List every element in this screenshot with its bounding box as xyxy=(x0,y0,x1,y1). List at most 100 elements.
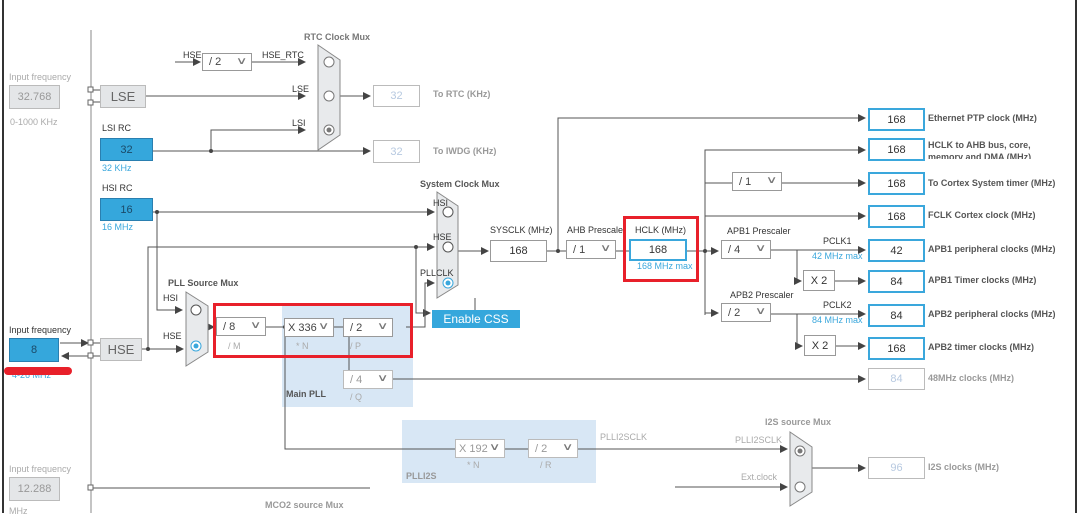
output-apb1-peripheral: 42 xyxy=(868,239,925,262)
pll-mux-hse-label: HSE xyxy=(163,331,182,341)
ext-input-field[interactable]: 12.288 xyxy=(9,477,60,501)
lse-input-field[interactable]: 32.768 xyxy=(9,85,60,109)
pclk2-max: 84 MHz max xyxy=(812,315,863,325)
value: / 2 xyxy=(535,442,548,455)
hclk-max: 168 MHz max xyxy=(637,261,693,271)
value: / 1 xyxy=(573,243,586,256)
chevron-down-icon: ∨ xyxy=(754,306,767,317)
hsi-unit: 16 MHz xyxy=(102,222,134,232)
system-clock-mux-title: System Clock Mux xyxy=(420,179,500,189)
lsi-title: LSI RC xyxy=(102,123,132,133)
enable-css-button[interactable]: Enable CSS xyxy=(432,310,520,328)
plli2s-n-multiplier[interactable]: X 192∨ xyxy=(455,439,505,458)
plli2s-title: PLLI2S xyxy=(406,471,437,481)
lse-range: 0-1000 KHz xyxy=(10,117,58,127)
pll-n-multiplier[interactable]: X 336∨ xyxy=(284,318,334,337)
hclk-highlight xyxy=(623,216,699,282)
chevron-down-icon: ∨ xyxy=(376,373,389,384)
pll-highlight xyxy=(213,303,413,358)
main-pll-title: Main PLL xyxy=(286,389,326,399)
pll-q-divider[interactable]: / 4 ∨ xyxy=(343,370,393,389)
lse-input-label: Input frequency xyxy=(9,72,72,82)
output-label: APB2 timer clocks (MHz) xyxy=(928,342,1035,352)
rtc-hse-rtc-label: HSE_RTC xyxy=(262,50,304,60)
ext-input-label: Input frequency xyxy=(9,464,72,474)
i2s-output-label: I2S clocks (MHz) xyxy=(928,462,1000,472)
sys-mux-hse-label: HSE xyxy=(433,232,452,242)
chevron-down-icon: ∨ xyxy=(235,56,248,67)
plli2s-r-divider[interactable]: / 2 ∨ xyxy=(528,439,578,458)
chevron-down-icon: ∨ xyxy=(317,321,330,332)
ahb-prescaler-select[interactable]: / 1∨ xyxy=(566,240,616,259)
output-label: Ethernet PTP clock (MHz) xyxy=(928,113,1037,123)
hclk-input[interactable]: 168 xyxy=(629,239,687,261)
chevron-down-icon: ∨ xyxy=(488,442,501,453)
output-label: APB1 peripheral clocks (MHz) xyxy=(928,244,1056,254)
rtc-mux-title: RTC Clock Mux xyxy=(304,32,371,42)
output-48mhz: 84 xyxy=(868,368,925,390)
pll-source-mux-title: PLL Source Mux xyxy=(168,278,239,288)
pll-source-mux-shape xyxy=(185,291,209,367)
iwdg-output: 32 xyxy=(373,140,420,163)
system-clock-mux-shape xyxy=(436,191,459,299)
pll-p-divider[interactable]: / 2∨ xyxy=(343,318,393,337)
value: / 4 xyxy=(350,373,363,386)
rtc-lse-label: LSE xyxy=(292,84,310,94)
apb1-timer-multiplier: X 2 xyxy=(803,270,835,291)
lse-block: LSE xyxy=(100,85,146,108)
pll-m-divider[interactable]: / 8∨ xyxy=(216,317,266,336)
output-label: APB2 peripheral clocks (MHz) xyxy=(928,309,1056,319)
apb1-prescaler-select[interactable]: / 4 ∨ xyxy=(721,240,771,259)
plli2sclk-label: PLLI2SCLK xyxy=(600,432,648,442)
pclk1-label: PCLK1 xyxy=(823,236,852,246)
output-label: 48MHz clocks (MHz) xyxy=(928,373,1015,383)
value: / 4 xyxy=(728,243,741,256)
hclk-label: HCLK (MHz) xyxy=(635,225,686,235)
chevron-down-icon: ∨ xyxy=(561,442,574,453)
output-label: HCLK to AHB bus, core, memory and DMA (M… xyxy=(928,140,1032,159)
rtc-mux-shape xyxy=(317,44,341,151)
apb1-prescaler-label: APB1 Prescaler xyxy=(727,226,791,236)
output-apb2-timer: 168 xyxy=(868,337,925,360)
rtc-output: 32 xyxy=(373,85,420,107)
mco2-mux-title: MCO2 source Mux xyxy=(265,500,344,510)
output-cortex-timer: 168 xyxy=(868,172,925,195)
pclk1-max: 42 MHz max xyxy=(812,251,863,261)
output-hclk-ahb: 168 xyxy=(868,138,925,161)
value: / 2 xyxy=(209,56,222,68)
ext-unit: MHz xyxy=(9,506,28,516)
sysclk-value: 168 xyxy=(490,240,547,262)
iwdg-output-label: To IWDG (KHz) xyxy=(433,146,497,156)
chevron-down-icon: ∨ xyxy=(376,321,389,332)
chevron-down-icon: ∨ xyxy=(754,243,767,254)
output-apb2-peripheral: 84 xyxy=(868,304,925,327)
rtc-hse-label: HSE xyxy=(183,50,202,60)
pll-m-label: / M xyxy=(228,341,241,351)
lsi-unit: 32 KHz xyxy=(102,163,132,173)
rtc-lsi-label: LSI xyxy=(292,118,306,128)
value: X 336 xyxy=(288,321,317,334)
output-fclk: 168 xyxy=(868,205,925,228)
plli2s-r-label: / R xyxy=(540,460,552,470)
hse-block: HSE xyxy=(100,338,142,361)
cortex-timer-divider[interactable]: / 1∨ xyxy=(732,172,782,191)
pll-q-label: / Q xyxy=(350,392,363,402)
i2s-output: 96 xyxy=(868,457,925,479)
hse-input-label: Input frequency xyxy=(9,325,72,335)
plli2s-n-label: * N xyxy=(467,460,480,470)
apb2-prescaler-label: APB2 Prescaler xyxy=(730,290,794,300)
sys-mux-pllclk-label: PLLCLK xyxy=(420,268,454,278)
rtc-hse-divider[interactable]: / 2 ∨ xyxy=(202,53,252,71)
hse-input-field[interactable]: 8 xyxy=(9,338,59,362)
hsi-title: HSI RC xyxy=(102,183,133,193)
pclk2-label: PCLK2 xyxy=(823,300,852,310)
value: / 8 xyxy=(223,320,236,333)
apb2-timer-multiplier: X 2 xyxy=(804,335,836,356)
apb2-prescaler-select[interactable]: / 2∨ xyxy=(721,303,771,322)
value: / 1 xyxy=(739,175,752,188)
output-label: APB1 Timer clocks (MHz) xyxy=(928,275,1037,285)
rtc-output-label: To RTC (KHz) xyxy=(433,89,491,99)
i2s-source-mux-shape xyxy=(789,431,813,507)
pll-n-label: * N xyxy=(296,341,309,351)
